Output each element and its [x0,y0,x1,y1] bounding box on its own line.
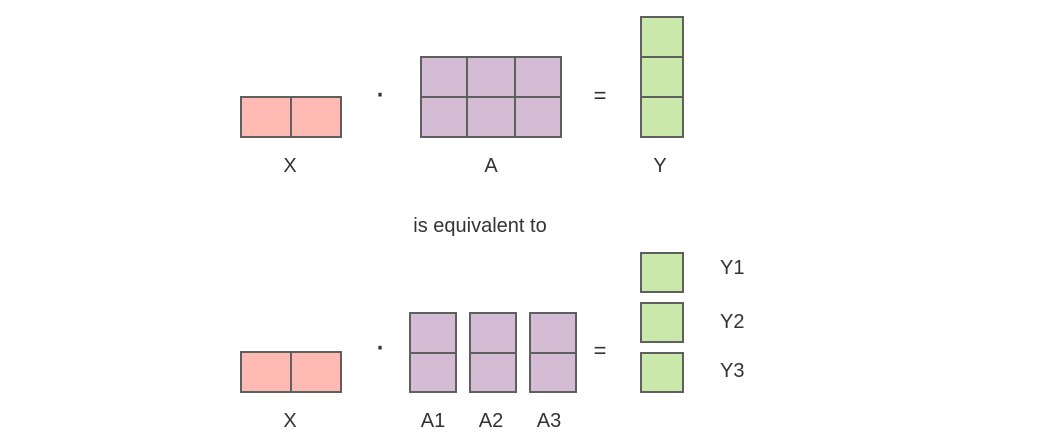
top-y-cell-3 [640,96,684,138]
bottom-a3-cell-2 [529,352,577,393]
bottom-label-y1: Y1 [720,257,745,279]
bottom-y1-cell [640,252,684,293]
bottom-y3-cell [640,352,684,393]
bottom-y2-cell [640,302,684,343]
bottom-label-a1: A1 [420,410,446,432]
bottom-label-x: X [283,410,297,432]
equivalence-caption: is equivalent to [413,215,547,237]
top-y-cell-2 [640,56,684,98]
top-a-cell-r2c1 [420,96,468,138]
top-x-cell-1 [240,96,292,138]
top-equals: = [593,83,607,108]
bottom-x-cell-1 [240,351,292,393]
top-x-cell-2 [290,96,342,138]
bottom-label-a3: A3 [536,410,562,432]
bottom-x-cell-2 [290,351,342,393]
bottom-label-y2: Y2 [720,311,745,333]
bottom-dot-operator: · [374,327,386,365]
bottom-a2-cell-1 [469,312,517,354]
bottom-label-y3: Y3 [720,360,745,382]
top-a-cell-r1c2 [466,56,516,98]
top-a-cell-r2c2 [466,96,516,138]
top-label-a: A [484,155,498,177]
top-label-x: X [283,155,297,177]
top-a-cell-r2c3 [514,96,562,138]
bottom-a3-cell-1 [529,312,577,354]
top-a-cell-r1c1 [420,56,468,98]
top-y-cell-1 [640,16,684,58]
top-dot-operator: · [374,74,386,112]
bottom-equals: = [593,338,607,363]
bottom-label-a2: A2 [478,410,504,432]
top-label-y: Y [653,155,667,177]
bottom-a2-cell-2 [469,352,517,393]
top-a-cell-r1c3 [514,56,562,98]
bottom-a1-cell-2 [409,352,457,393]
bottom-a1-cell-1 [409,312,457,354]
